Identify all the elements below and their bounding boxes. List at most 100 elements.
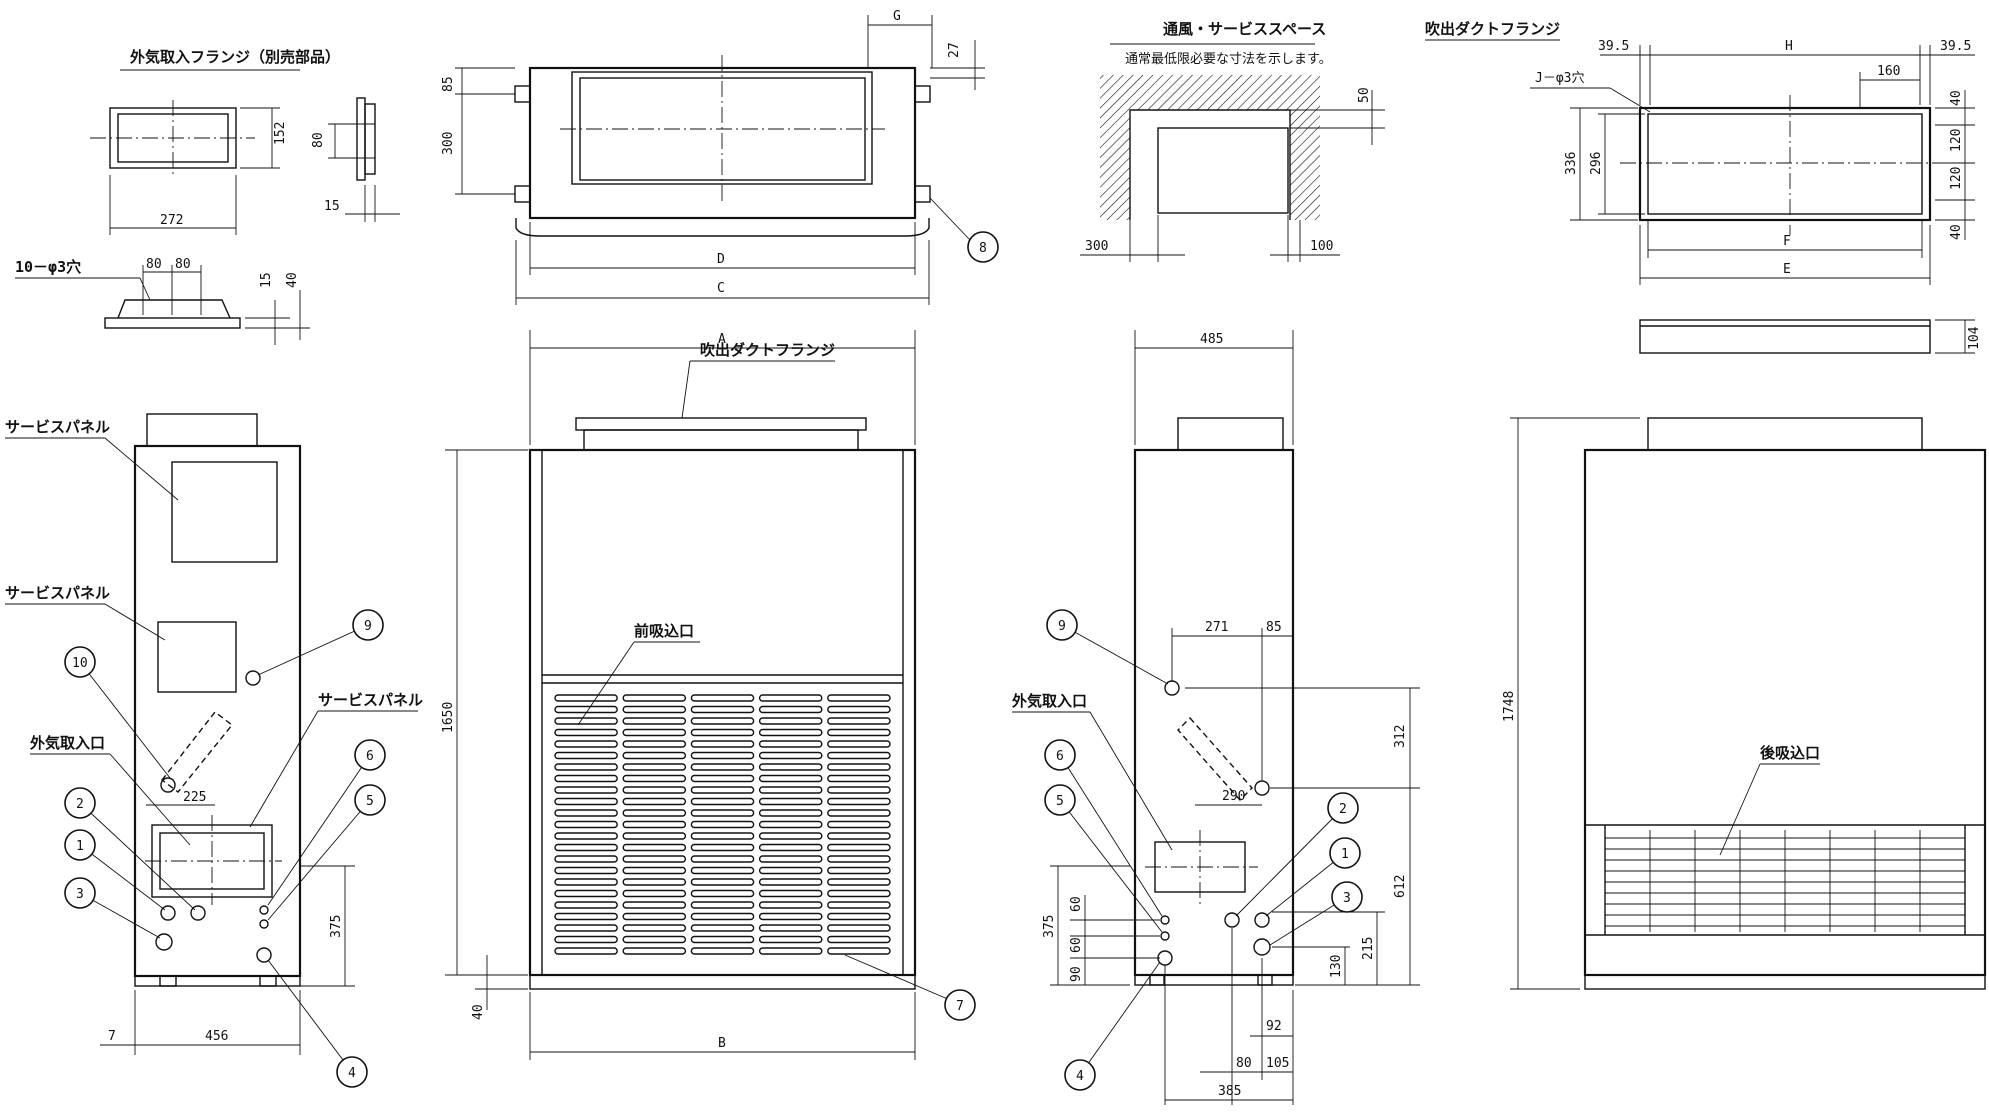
dim-40: 40 [1949, 90, 1964, 106]
louver-slot [827, 912, 891, 921]
leader [79, 802, 196, 911]
louver-slot [758, 797, 823, 806]
louver-slot [758, 866, 823, 875]
foot [159, 975, 177, 987]
callout-6: 6 [366, 749, 374, 764]
dim-225: 225 [183, 790, 206, 805]
leader [139, 277, 151, 301]
louver-slot [622, 809, 687, 817]
louver-slot [690, 924, 755, 932]
callout-5: 5 [1056, 794, 1064, 809]
dim-40: 40 [285, 272, 300, 288]
louver-slot [827, 705, 891, 714]
bracket [914, 185, 931, 203]
callout-bubble-7 [944, 989, 976, 1021]
callout-bubble-1 [64, 829, 96, 861]
outside-air-flange-label: 外気取入フランジ（別売部品） [129, 48, 340, 66]
louver-slot [690, 809, 755, 817]
unit-outline [1157, 127, 1289, 214]
dim-27: 27 [947, 42, 962, 58]
louver-slot [827, 947, 891, 955]
dim-G: G [893, 9, 901, 24]
outlet-flange-view: 吹出ダクトフランジ J－φ3穴 39.5 H 39.5 160 40 120 1… [1425, 20, 1982, 354]
top-view: G 27 85 300 D C 8 [441, 9, 999, 305]
right-side-view: 外気取入口 485 271 85 290 312 612 215 130 [1011, 330, 1420, 1105]
louver-slot [622, 889, 687, 898]
dim-40: 40 [471, 1004, 486, 1020]
louver-slot [622, 832, 687, 840]
louver-slot [827, 924, 891, 932]
dim-130: 130 [1329, 955, 1344, 978]
louver-slot [690, 855, 755, 863]
louver-slot [827, 786, 891, 794]
dim-375: 375 [1042, 915, 1057, 938]
louver-slot [690, 866, 755, 875]
leader [249, 710, 319, 828]
dim-100: 100 [1310, 239, 1333, 254]
port-1 [1254, 912, 1270, 928]
louver-slot [827, 935, 891, 944]
service-panel-label: サービスパネル [5, 418, 110, 436]
louver-slot [827, 763, 891, 771]
louver-slot [554, 728, 618, 737]
flange-side [1639, 319, 1931, 354]
louver-slot [758, 855, 823, 863]
louver-slot [690, 728, 755, 737]
louver-slot [690, 797, 755, 806]
louver-slot [827, 832, 891, 840]
louver-slot [622, 924, 687, 932]
dim-A: A [718, 332, 726, 347]
leader [267, 959, 353, 1073]
dim-290: 290 [1222, 789, 1245, 804]
outlet-flange-neck [583, 429, 859, 451]
callout-10: 10 [72, 656, 88, 671]
louver-slot [554, 774, 618, 783]
dim-90: 90 [1069, 966, 1084, 982]
dim-80: 80 [311, 132, 326, 148]
dim-152: 152 [273, 122, 288, 145]
dim-105: 105 [1266, 1056, 1289, 1071]
hatched-wall [1100, 75, 1320, 220]
louver-slot [554, 705, 618, 714]
left-side-view: サービスパネル サービスパネル サービスパネル 外気取入口 225 375 7 … [5, 413, 423, 1088]
leader [844, 954, 951, 1001]
louver-slot [622, 786, 687, 794]
dim-40: 40 [1949, 224, 1964, 240]
louver-slot [690, 832, 755, 840]
louver-slot [758, 728, 823, 737]
louver-slot [758, 786, 823, 794]
port-6 [259, 905, 269, 915]
leader [1059, 799, 1163, 933]
wall-edge [1129, 109, 1291, 220]
louver-slot [690, 763, 755, 771]
leader [267, 799, 371, 921]
port-5 [259, 919, 269, 929]
dim-120: 120 [1949, 167, 1964, 190]
dim-120: 120 [1949, 129, 1964, 152]
callout-bubble-4 [1064, 1059, 1096, 1091]
holes-10-label: 10－φ3穴 [15, 258, 81, 276]
louver-slot [554, 843, 618, 852]
callout-9: 9 [364, 619, 372, 634]
louver-slot [827, 774, 891, 783]
louver-slot [622, 820, 687, 829]
callout-9: 9 [1058, 619, 1066, 634]
leader [1079, 961, 1161, 1076]
dim-B: B [718, 1036, 726, 1051]
louver-slot [758, 763, 823, 771]
louver-slot [554, 763, 618, 771]
bracket [914, 85, 931, 103]
louver-slot [827, 878, 891, 886]
louver-slot [758, 935, 823, 944]
pipe-end [1254, 780, 1270, 796]
louver-slot [758, 878, 823, 886]
foot [1257, 974, 1273, 986]
louver-slot [622, 728, 687, 737]
louver-slot [758, 705, 823, 714]
dim-612: 612 [1393, 875, 1408, 898]
dim-15: 15 [259, 272, 274, 288]
louver-slot [827, 694, 891, 702]
louver-slot [554, 912, 618, 921]
louver-slot [622, 751, 687, 760]
